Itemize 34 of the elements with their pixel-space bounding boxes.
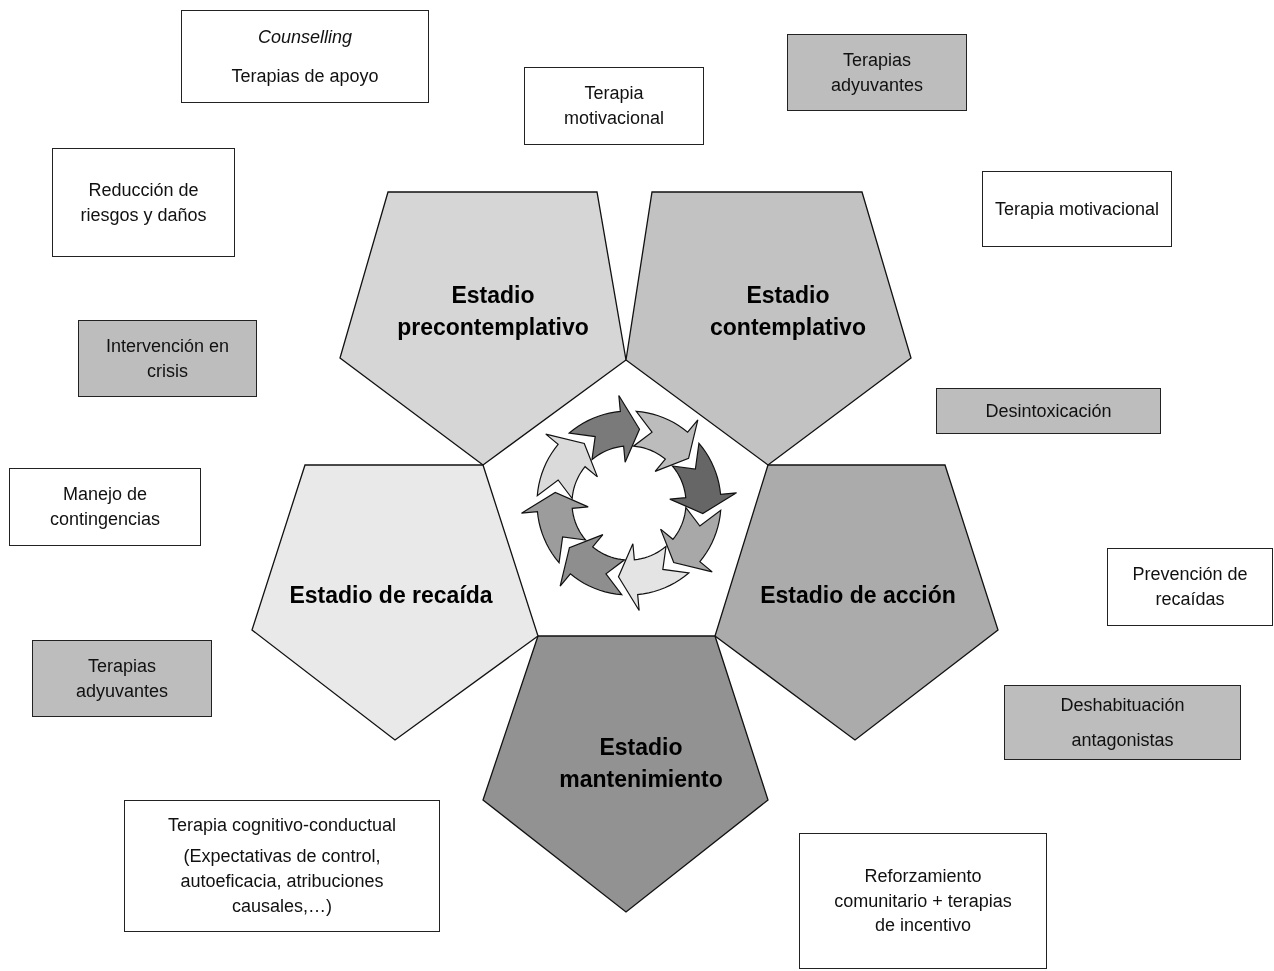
therapy-box bbox=[181, 10, 429, 103]
therapy-text: Prevención de recaídas bbox=[1131, 563, 1249, 611]
therapy-text: Counselling bbox=[256, 25, 354, 49]
therapy-box bbox=[524, 67, 704, 145]
therapy-box bbox=[9, 468, 201, 546]
therapy-text: (Expectativas de control, autoeficacia, atribuciones causales,…) bbox=[179, 845, 385, 918]
therapy-box bbox=[124, 800, 440, 932]
therapy-text: Terapia cognitivo-conductual bbox=[166, 814, 398, 838]
stage-label: Estadio contemplativo bbox=[709, 281, 867, 342]
therapy-text: Manejo de contingencias bbox=[48, 483, 162, 531]
therapy-text: Terapias adyuvantes bbox=[74, 654, 170, 703]
therapy-box bbox=[982, 171, 1172, 247]
therapy-box bbox=[1004, 685, 1241, 760]
therapy-text: Desintoxicación bbox=[984, 399, 1113, 423]
therapy-box bbox=[787, 34, 967, 111]
therapy-text: Terapias adyuvantes bbox=[829, 48, 925, 97]
therapy-box bbox=[1107, 548, 1273, 626]
therapy-box bbox=[936, 388, 1161, 434]
therapy-box bbox=[78, 320, 257, 397]
therapy-text: Reducción de riesgos y daños bbox=[79, 178, 208, 227]
therapy-text: Intervención en crisis bbox=[104, 334, 231, 383]
therapy-box bbox=[52, 148, 235, 257]
therapy-text: Terapias de apoyo bbox=[230, 64, 380, 88]
therapy-text: Terapia motivacional bbox=[562, 82, 665, 130]
therapy-box bbox=[32, 640, 212, 717]
therapy-text: Terapia motivacional bbox=[993, 197, 1161, 221]
stage-label: Estadio de recaída bbox=[288, 581, 494, 611]
therapy-text: Reforzamiento comunitario + terapias de incentivo bbox=[833, 864, 1013, 938]
stage-label: Estadio mantenimiento bbox=[558, 733, 724, 794]
therapy-text: antagonistas bbox=[1070, 728, 1175, 752]
stage-label: Estadio precontemplativo bbox=[396, 281, 590, 342]
therapy-box bbox=[799, 833, 1047, 969]
therapy-text: Deshabituación bbox=[1059, 693, 1186, 717]
stage-label: Estadio de acción bbox=[759, 581, 957, 611]
